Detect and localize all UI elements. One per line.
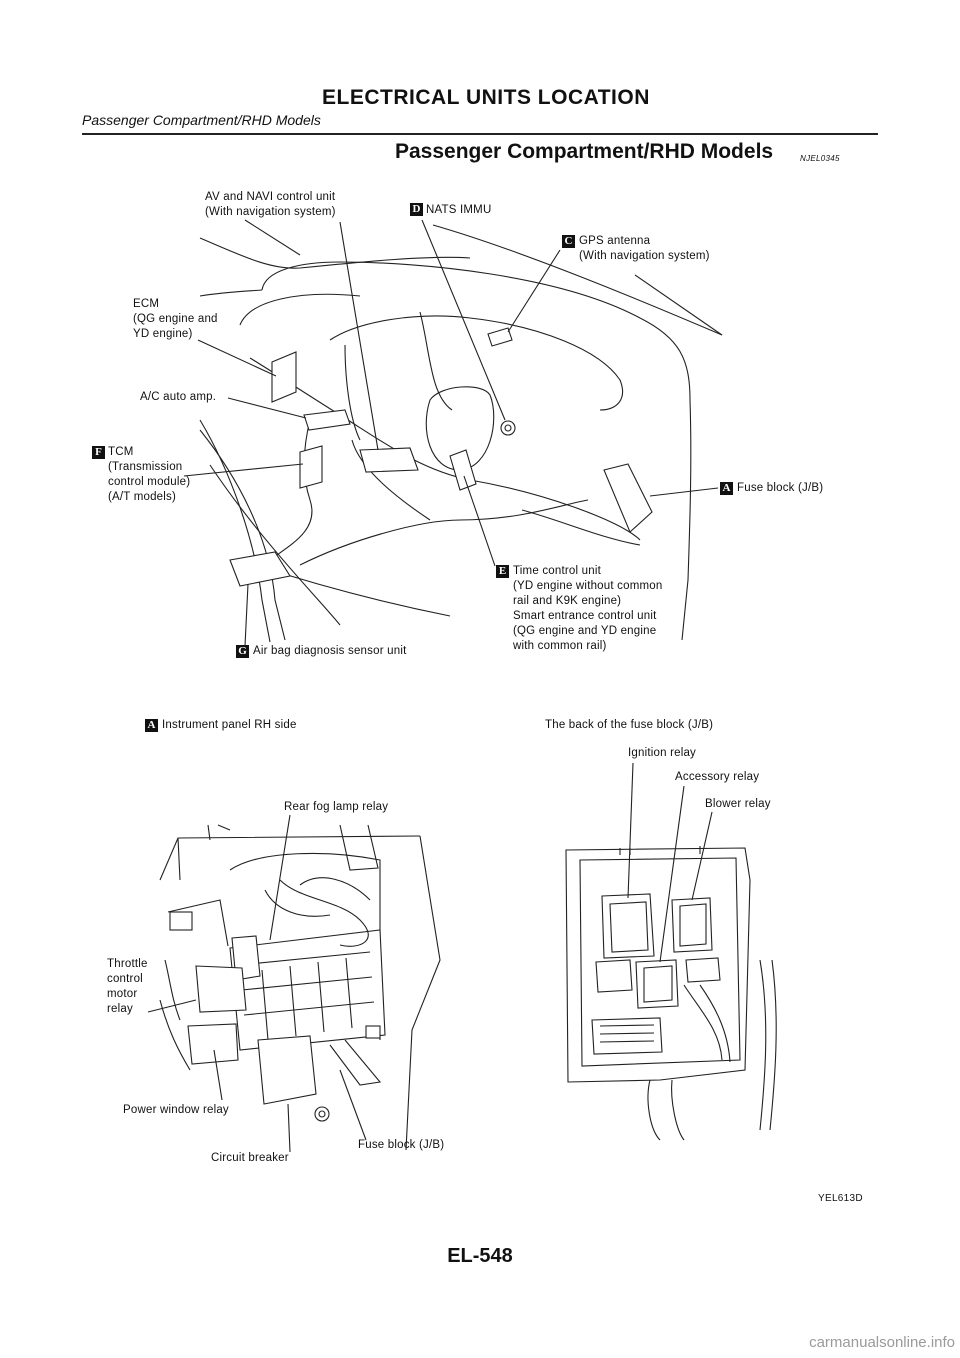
label-fuse-block: Fuse block (J/B) (737, 482, 824, 494)
page-header-subtitle: Passenger Compartment/RHD Models (82, 112, 321, 128)
fuse-block-back-illustration (565, 762, 777, 1141)
label-tcm: TCM (Transmission control module) (A/T m… (108, 446, 191, 503)
label-blower-relay: Blower relay (705, 798, 771, 810)
instrument-panel-detail-illustration (147, 814, 441, 1153)
label-nats-immu: NATS IMMU (426, 204, 492, 216)
label-time-control-unit: Time control unit (YD engine without com… (513, 565, 663, 652)
header-divider (82, 133, 878, 135)
label-ignition-relay: Ignition relay (628, 747, 697, 759)
badge-a-detail: A (145, 719, 158, 732)
badge-e: E (496, 565, 509, 578)
label-circuit-breaker: Circuit breaker (211, 1152, 289, 1164)
label-instrument-panel-rh: Instrument panel RH side (162, 719, 297, 731)
label-fuse-block-detail: Fuse block (J/B) (358, 1139, 445, 1151)
label-power-window-relay: Power window relay (123, 1104, 229, 1116)
badge-d: D (410, 203, 423, 216)
page-number: EL-548 (447, 1245, 513, 1267)
badge-a: A (720, 482, 733, 495)
label-throttle-control-motor-relay: Throttle control motor relay (107, 958, 148, 1015)
badge-g: G (236, 645, 249, 658)
label-accessory-relay: Accessory relay (675, 771, 760, 783)
badge-f: F (92, 446, 105, 459)
badge-c: C (562, 235, 575, 248)
label-gps-antenna: GPS antenna (With navigation system) (579, 235, 710, 262)
label-rear-fog-lamp-relay: Rear fog lamp relay (284, 801, 389, 813)
section-title: Passenger Compartment/RHD Models (395, 140, 774, 163)
label-ac-auto-amp: A/C auto amp. (140, 391, 217, 403)
watermark: carmanualsonline.info (809, 1334, 955, 1351)
page-header-title: ELECTRICAL UNITS LOCATION (322, 86, 650, 109)
section-code: NJEL0345 (800, 154, 840, 163)
dashboard-illustration (183, 219, 723, 647)
figure-code: YEL613D (818, 1193, 863, 1204)
label-back-of-fuse-block: The back of the fuse block (J/B) (545, 719, 714, 731)
label-av-navi-control-unit: AV and NAVI control unit (With navigatio… (205, 191, 336, 218)
label-air-bag-sensor: Air bag diagnosis sensor unit (253, 645, 407, 657)
label-ecm: ECM (QG engine and YD engine) (133, 298, 218, 340)
